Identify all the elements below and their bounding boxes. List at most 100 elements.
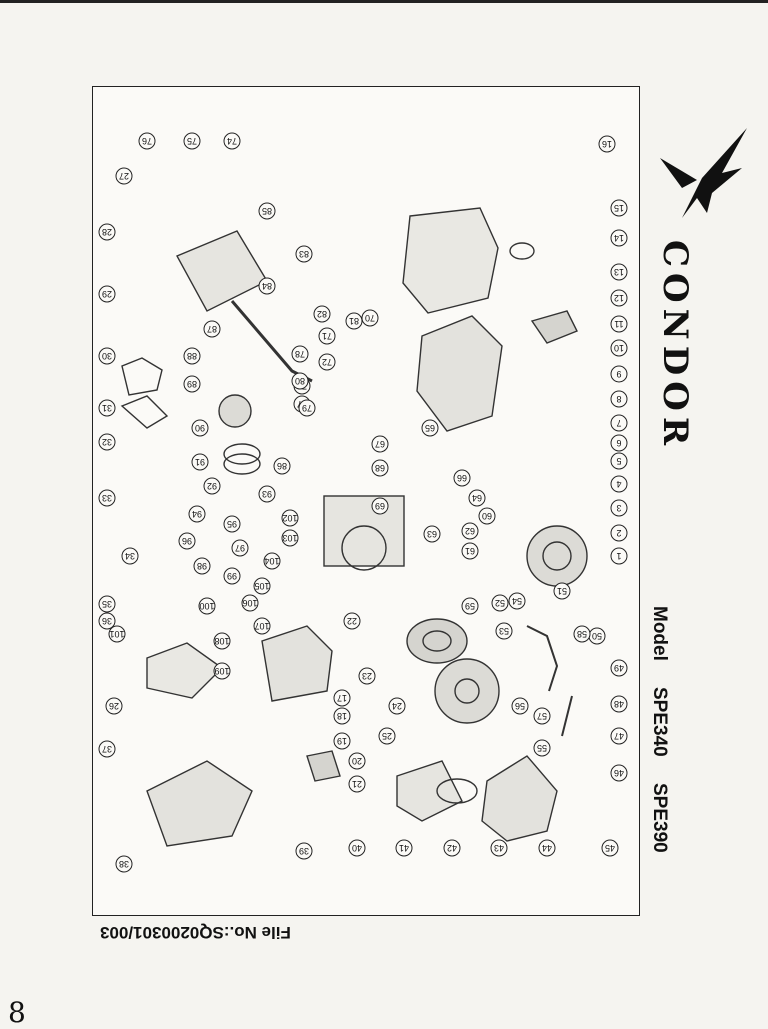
callout-8-label: 8 (616, 394, 621, 404)
callout-62-label: 62 (465, 526, 475, 536)
callout-88-label: 88 (187, 351, 197, 361)
callout-87-label: 87 (207, 324, 217, 334)
crankcase-cover (176, 230, 268, 312)
callout-99-bubble (223, 567, 241, 585)
callout-68-bubble (371, 459, 389, 477)
callout-66-label: 66 (457, 473, 467, 483)
callout-72-bubble (318, 353, 336, 371)
carburetor (306, 750, 341, 782)
callout-1-label: 1 (616, 551, 621, 561)
callout-69-label: 69 (375, 501, 385, 511)
callout-46-label: 46 (614, 768, 624, 778)
callout-108-label: 108 (214, 636, 229, 646)
callout-2-bubble (610, 524, 628, 542)
callout-5-label: 5 (616, 456, 621, 466)
callout-92-label: 92 (207, 481, 217, 491)
cooling-fan (434, 658, 500, 724)
callout-84-bubble (258, 277, 276, 295)
model-word: Model (649, 606, 670, 661)
callout-64-bubble (468, 489, 486, 507)
callout-53-label: 53 (499, 626, 509, 636)
callout-41-label: 41 (399, 843, 409, 853)
callout-4-bubble (610, 475, 628, 493)
callout-50-label: 50 (592, 631, 602, 641)
callout-31-label: 31 (102, 403, 112, 413)
callout-45-label: 45 (605, 843, 615, 853)
callout-47-label: 47 (614, 731, 624, 741)
callout-19-label: 19 (337, 736, 347, 746)
callout-26-bubble (105, 697, 123, 715)
callout-27-label: 27 (119, 171, 129, 181)
callout-103-bubble (281, 529, 299, 547)
brand-name: CONDOR (655, 240, 695, 452)
callout-89-bubble (183, 375, 201, 393)
callout-37-bubble (98, 740, 116, 758)
callout-74-label: 74 (227, 136, 237, 146)
callout-104-label: 104 (264, 556, 279, 566)
oil-plate (120, 395, 169, 429)
callout-76-label: 76 (142, 136, 152, 146)
callout-105-bubble (253, 577, 271, 595)
callout-51-bubble (553, 582, 571, 600)
callout-67-label: 67 (375, 439, 385, 449)
callout-23-bubble (358, 667, 376, 685)
callout-24-bubble (388, 697, 406, 715)
callout-79-label: 79 (302, 403, 312, 413)
callout-2-label: 2 (616, 528, 621, 538)
callout-93-bubble (258, 485, 276, 503)
callout-49-bubble (610, 659, 628, 677)
governor-arm (526, 625, 559, 692)
callout-22-bubble (343, 612, 361, 630)
callout-91-bubble (191, 453, 209, 471)
callout-14-bubble (610, 229, 628, 247)
callout-24-label: 24 (392, 701, 402, 711)
callout-71-bubble (318, 327, 336, 345)
callout-106-bubble (241, 594, 259, 612)
callout-57-label: 57 (537, 711, 547, 721)
parts-drawings (120, 207, 588, 847)
callout-96-bubble (178, 532, 196, 550)
callout-78-bubble (291, 345, 309, 363)
cover-gasket (121, 357, 163, 396)
callout-39-bubble (295, 842, 313, 860)
callout-59-label: 59 (465, 601, 475, 611)
file-number: File No.:SQ0200301/003 (100, 923, 291, 942)
callout-28-label: 28 (102, 227, 112, 237)
callout-58-label: 58 (577, 629, 587, 639)
callout-54-label: 54 (512, 596, 522, 606)
page-number: 8 (8, 996, 26, 1029)
callout-33-bubble (98, 489, 116, 507)
callout-109-bubble (213, 662, 231, 680)
callout-74-bubble (223, 132, 241, 150)
callout-1-bubble (610, 547, 628, 565)
callout-36-label: 36 (102, 616, 112, 626)
callout-83-bubble (295, 245, 313, 263)
callout-47-bubble (610, 727, 628, 745)
callout-72-label: 72 (322, 357, 332, 367)
callout-25-label: 25 (382, 731, 392, 741)
callout-66-bubble (453, 469, 471, 487)
callout-21-label: 21 (352, 779, 362, 789)
callout-35-label: 35 (102, 599, 112, 609)
callout-63-label: 63 (427, 529, 437, 539)
callout-65-bubble (421, 419, 439, 437)
fan-shroud (416, 315, 503, 432)
piston-rings (223, 443, 261, 465)
callout-86-label: 86 (277, 461, 287, 471)
callout-12-bubble (610, 289, 628, 307)
callout-35-bubble (98, 595, 116, 613)
callout-59-bubble (461, 597, 479, 615)
callout-86-bubble (273, 457, 291, 475)
callout-82-bubble (313, 305, 331, 323)
callout-60-bubble (478, 507, 496, 525)
callout-105-label: 105 (254, 581, 269, 591)
callout-99-label: 99 (227, 571, 237, 581)
callout-52-bubble (491, 594, 509, 612)
condor-bird-logo (660, 128, 747, 218)
callout-70-label: 70 (365, 313, 375, 323)
callout-36-bubble (98, 612, 116, 630)
callout-34-bubble (121, 547, 139, 565)
callout-58-bubble (573, 625, 591, 643)
callout-13-label: 13 (614, 267, 624, 277)
callout-97-bubble (231, 539, 249, 557)
